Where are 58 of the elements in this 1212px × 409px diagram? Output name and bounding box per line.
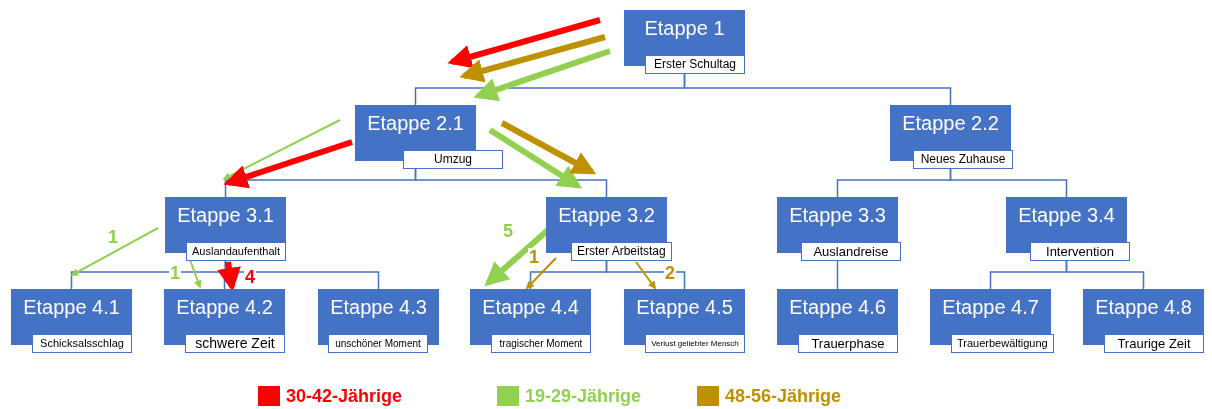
stage-label: Erster Arbeitstag [571, 242, 672, 261]
stage-title: Etappe 4.8 [1094, 296, 1193, 319]
stage-title: Etappe 1 [643, 17, 726, 40]
stage-title: Etappe 4.5 [635, 296, 734, 319]
stage-label: Neues Zuhause [913, 150, 1013, 169]
edge-label: 4 [244, 268, 256, 286]
edge-label: 1 [107, 228, 119, 246]
stage-label: schwere Zeit [185, 334, 285, 353]
stage-title: Etappe 4.3 [329, 296, 428, 319]
arrow [222, 119, 341, 180]
stage-title: Etappe 4.7 [941, 296, 1040, 319]
legend-label: 19-29-Jährige [525, 386, 642, 407]
connector-line [949, 168, 1068, 198]
stage-title: Etappe 3.4 [1017, 204, 1116, 227]
arrow [635, 261, 656, 290]
connector-line [683, 73, 952, 106]
stage-label: Schicksalsschlag [32, 334, 132, 353]
connector-line [414, 168, 608, 198]
stage-label: Intervention [1030, 242, 1130, 261]
arrow [189, 259, 202, 289]
edge-label: 1 [169, 264, 181, 282]
stage-label: tragischer Moment [491, 334, 591, 353]
stage-label: Auslandaufenthalt [186, 242, 287, 261]
arrow [217, 261, 241, 292]
stage-title: Etappe 3.3 [788, 204, 887, 227]
arrow [488, 127, 583, 189]
stage-title: Etappe 3.2 [557, 204, 656, 227]
stage-title: Etappe 4.2 [175, 296, 274, 319]
stage-label: Trauerphase [798, 334, 898, 353]
arrow [500, 120, 597, 175]
stage-label: Erster Schultag [645, 55, 745, 74]
arrow [447, 17, 601, 69]
stage-label: Umzug [403, 150, 503, 169]
connector-line [1065, 260, 1145, 290]
arrow [525, 257, 557, 290]
stage-label: unschöner Moment [328, 334, 428, 353]
stage-label: Verlust geliebter Mensch [645, 334, 745, 353]
stage-label: Trauerbewältigung [951, 334, 1054, 353]
arrow [459, 34, 606, 83]
legend-label: 30-42-Jährige [286, 386, 403, 407]
edge-label: 5 [502, 222, 514, 240]
arrow [70, 227, 159, 276]
stage-title: Etappe 2.2 [901, 112, 1000, 135]
stage-title: Etappe 4.1 [22, 296, 121, 319]
edge-label: 2 [664, 264, 676, 282]
edge-label: 1 [528, 248, 540, 266]
stage-title: Etappe 4.4 [481, 296, 580, 319]
connector-line [224, 260, 380, 290]
arrow [223, 139, 353, 189]
connector-line [605, 260, 686, 290]
stage-title: Etappe 3.1 [176, 204, 275, 227]
stage-title: Etappe 4.6 [788, 296, 887, 319]
stage-label: Auslandreise [801, 242, 901, 261]
arrow [473, 48, 611, 102]
legend-label: 48-56-Jährige [725, 386, 842, 407]
stage-label: Traurige Zeit [1104, 334, 1204, 353]
stage-title: Etappe 2.1 [366, 112, 465, 135]
connector-line [836, 260, 839, 290]
